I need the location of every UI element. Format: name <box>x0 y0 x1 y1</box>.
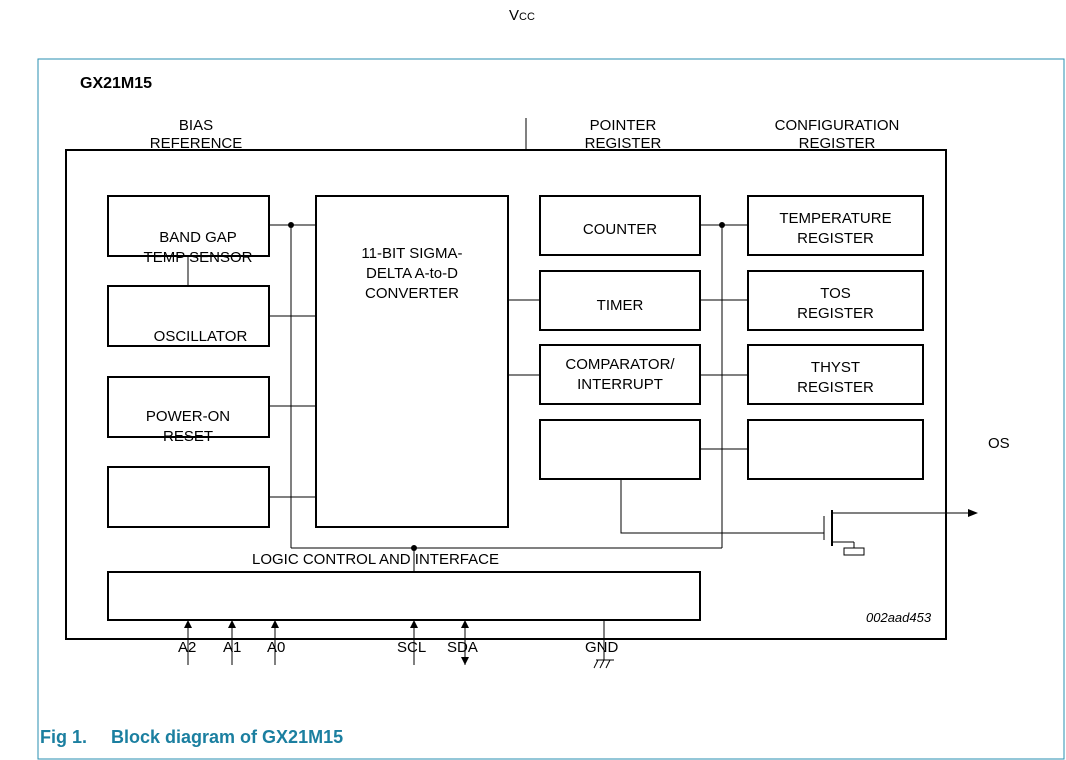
empty-left-block <box>107 466 270 528</box>
adc-links <box>508 299 540 376</box>
thyst-line2: REGISTER <box>797 379 874 396</box>
configuration-register-label: CONFIGURATION REGISTER <box>737 117 937 153</box>
vcc-subscript: CC <box>519 11 535 23</box>
pointer-label-line1: POINTER <box>589 117 657 134</box>
pointer-label-line2: REGISTER <box>584 135 662 152</box>
power-on-line2: RESET <box>162 428 213 445</box>
tos-line2: REGISTER <box>797 305 874 322</box>
right-bus <box>700 224 748 548</box>
adc-line1: 11-BIT SIGMA- <box>361 245 463 262</box>
band-gap-label: BAND GAP TEMP SENSOR <box>108 228 288 268</box>
band-gap-line1: BAND GAP <box>159 229 237 246</box>
left-bus <box>269 224 722 572</box>
power-on-line1: POWER-ON <box>145 408 231 425</box>
adc-block <box>315 195 509 528</box>
output-transistor <box>620 479 968 556</box>
adc-line2: DELTA A-to-D <box>366 265 458 282</box>
bias-label-line2: REFERENCE <box>149 135 243 152</box>
pin-sda: SDA <box>447 639 478 656</box>
pin-a1: A1 <box>223 639 242 656</box>
drawing-reference: 002aad453 <box>866 610 932 625</box>
temperature-register-label: TEMPERATURE REGISTER <box>748 209 923 249</box>
bias-reference-label: BIAS REFERENCE <box>116 117 276 153</box>
os-arrow <box>968 509 978 517</box>
pointer-register-label: POINTER REGISTER <box>543 117 703 153</box>
empty-mid-block <box>539 419 701 480</box>
power-on-block <box>107 376 270 438</box>
vcc-text: V <box>509 7 520 24</box>
temperature-line1: TEMPERATURE <box>779 210 892 227</box>
thyst-register-label: THYST REGISTER <box>748 358 923 398</box>
configuration-label-line1: CONFIGURATION <box>774 117 900 134</box>
chip-name: GX21M15 <box>80 75 153 92</box>
figure-frame <box>37 58 1065 760</box>
timer-label: TIMER <box>596 297 644 314</box>
figure-number: Fig 1. <box>40 727 88 747</box>
counter-label: COUNTER <box>582 221 658 238</box>
configuration-label-line2: REGISTER <box>798 135 876 152</box>
figure-caption: Fig 1. Block diagram of GX21M15 <box>40 727 343 748</box>
pin-scl: SCL <box>397 639 427 656</box>
temperature-line2: REGISTER <box>797 230 874 247</box>
chip-boundary <box>65 149 947 640</box>
logic-junction <box>411 545 417 551</box>
logic-control-label: LOGIC CONTROL AND INTERFACE <box>252 551 499 568</box>
comparator-line1: COMPARATOR/ <box>565 356 675 373</box>
empty-right-block <box>747 419 924 480</box>
comparator-line2: INTERRUPT <box>577 376 663 393</box>
adc-line3: CONVERTER <box>365 285 459 302</box>
vcc-label: VCC <box>509 7 535 26</box>
left-bus-junction <box>288 222 294 228</box>
tos-register-label: TOS REGISTER <box>748 284 923 324</box>
right-bus-junction <box>719 222 725 228</box>
pin-a0: A0 <box>267 639 286 656</box>
comparator-label: COMPARATOR/ INTERRUPT <box>540 355 700 395</box>
pin-gnd: GND <box>585 639 619 656</box>
bias-label-line1: BIAS <box>178 117 214 134</box>
pin-a2: A2 <box>178 639 197 656</box>
oscillator-label: OSCILLATOR <box>153 328 248 345</box>
pin-arrows <box>184 620 469 665</box>
adc-label: 11-BIT SIGMA- DELTA A-to-D CONVERTER <box>316 244 508 304</box>
os-label: OS <box>988 435 1010 452</box>
logic-control-block <box>107 571 701 621</box>
power-on-label: POWER-ON RESET <box>108 407 268 447</box>
thyst-line1: THYST <box>810 359 861 376</box>
pin-lines <box>187 620 605 665</box>
band-gap-line2: TEMP SENSOR <box>143 249 253 266</box>
gnd-icon <box>593 659 614 669</box>
figure-title: Block diagram of GX21M15 <box>111 727 344 747</box>
tos-line1: TOS <box>820 285 851 302</box>
